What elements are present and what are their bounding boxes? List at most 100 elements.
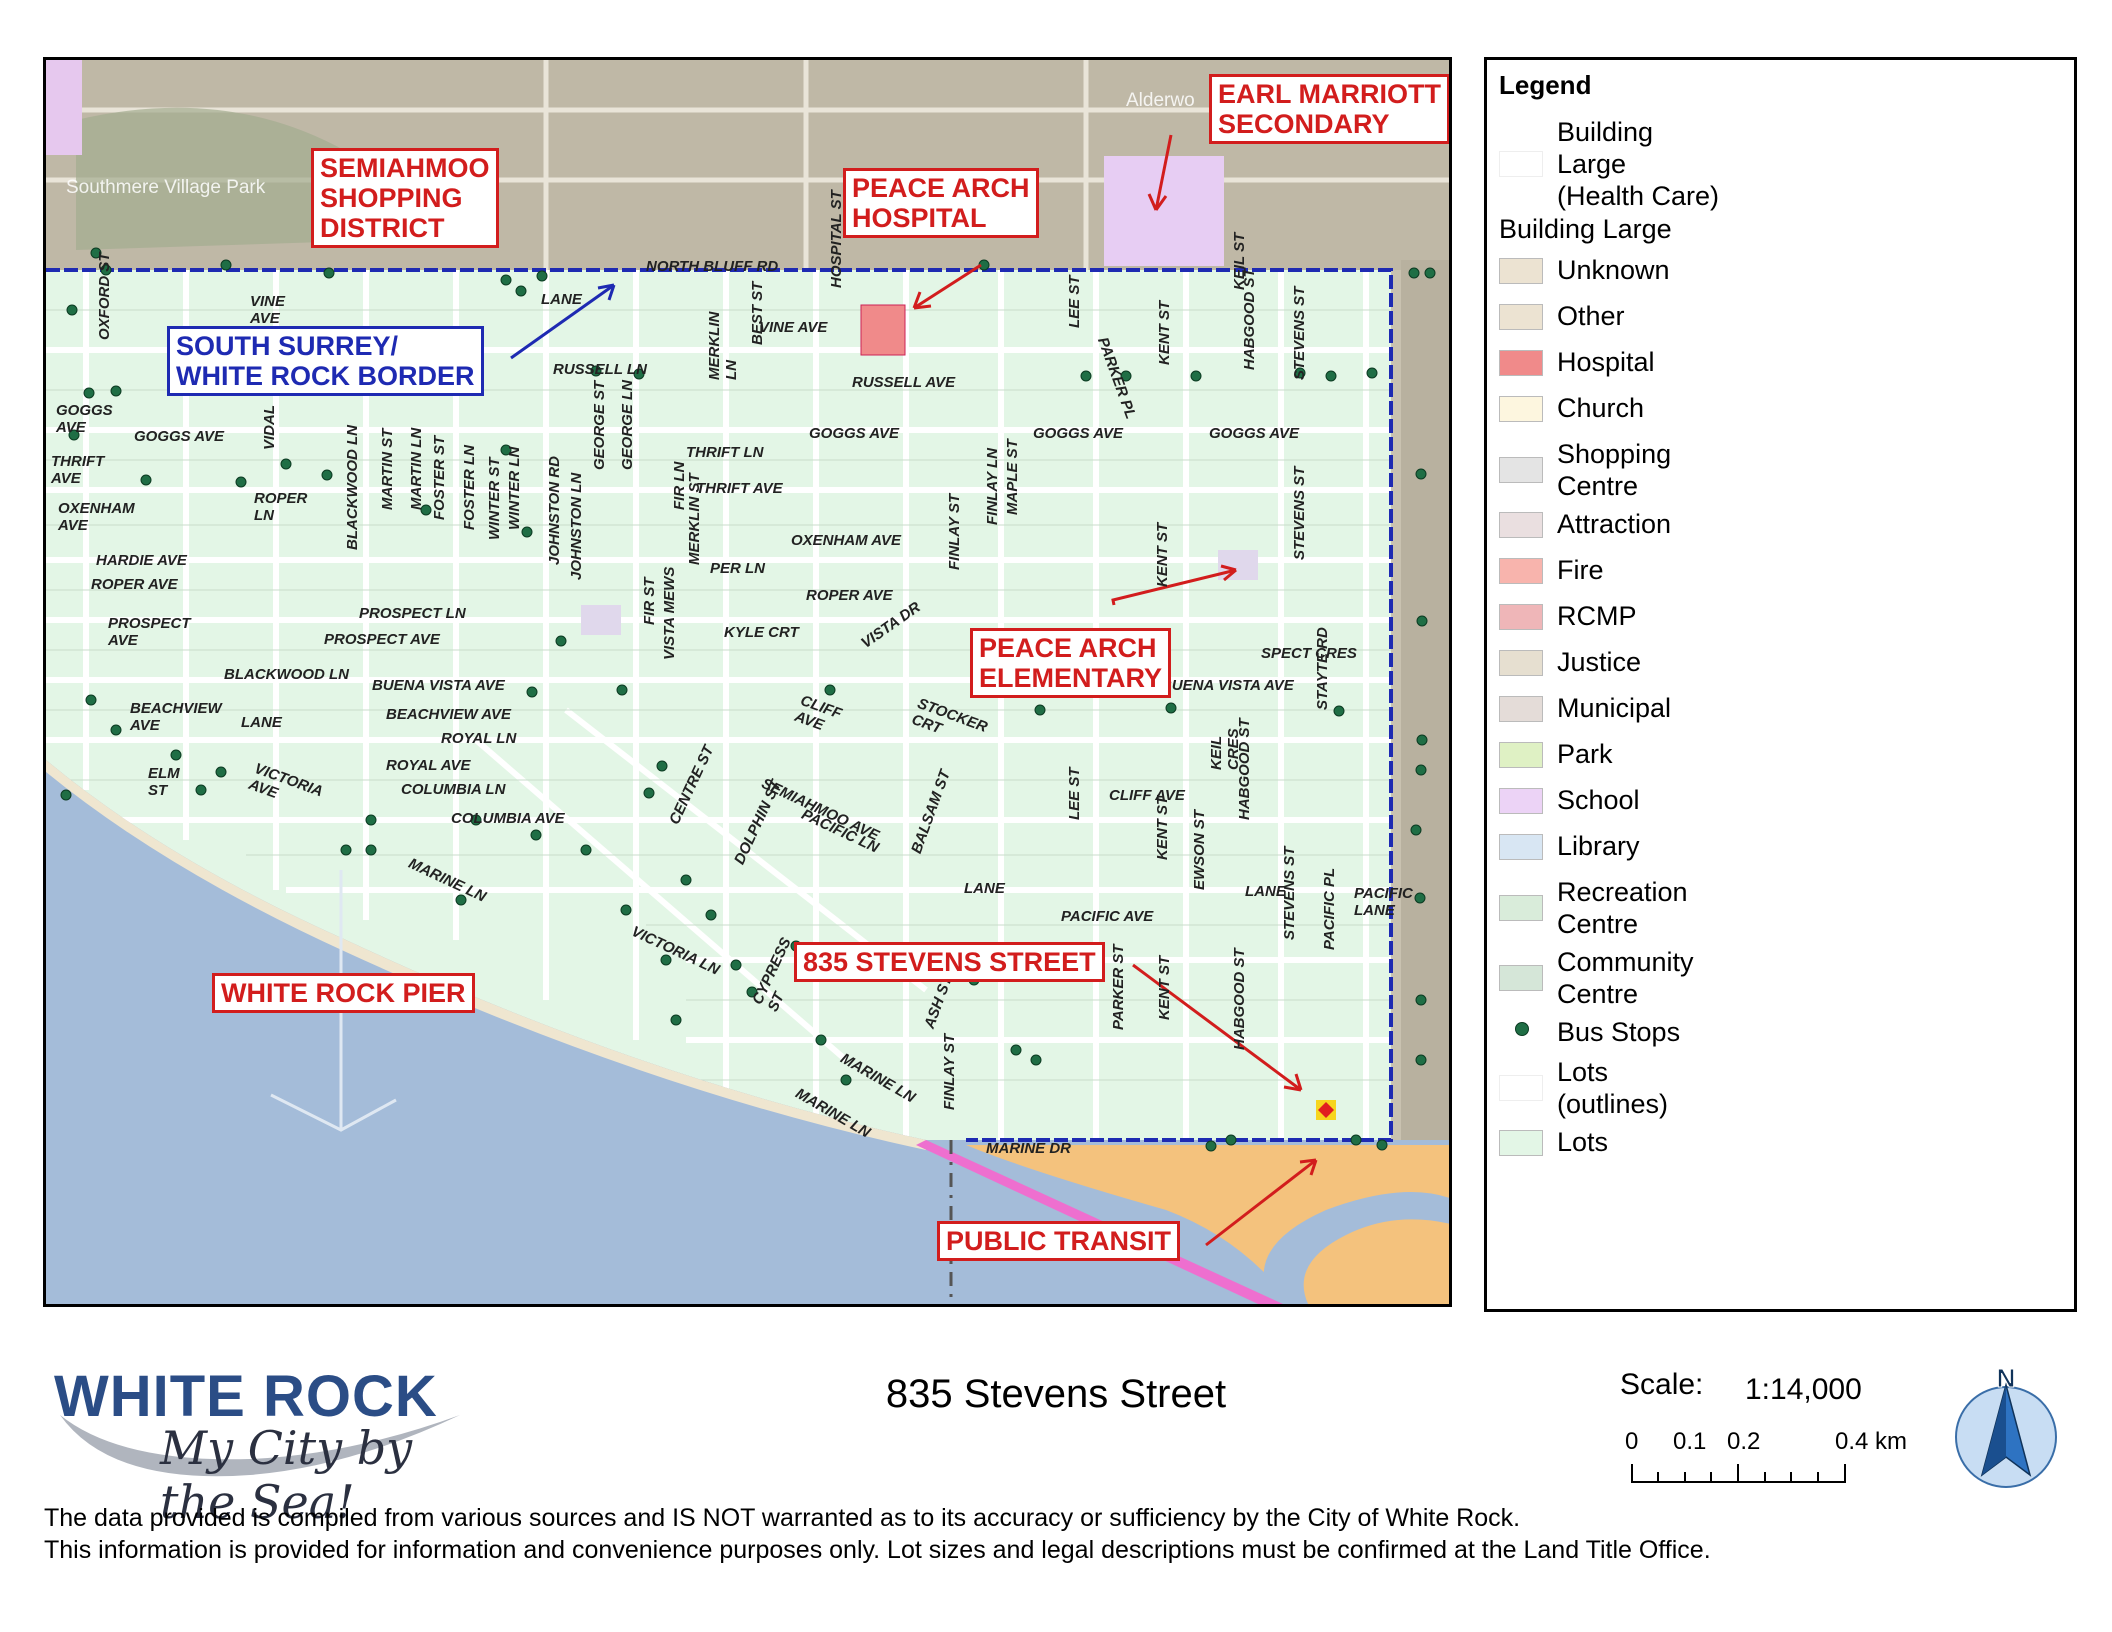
- street-label-martin-ln: MARTIN LN: [408, 427, 425, 510]
- street-label-elm-st: ELM ST: [148, 765, 180, 799]
- bus-stop: [1415, 994, 1427, 1006]
- bus-stop: [633, 368, 645, 380]
- bus-stop: [500, 444, 512, 456]
- street-label-foster-st: FOSTER ST: [431, 435, 448, 520]
- legend-label: Bus Stops: [1557, 1017, 1681, 1047]
- semiahmoo-callout[interactable]: SEMIAHMOO SHOPPING DISTRICT: [311, 148, 499, 248]
- legend-label: Municipal: [1557, 693, 1672, 723]
- street-label-north-bluff: NORTH BLUFF RD: [646, 258, 779, 275]
- legend-label: Fire: [1557, 555, 1604, 585]
- park-building: [581, 605, 621, 635]
- logo-swoosh: [60, 1415, 460, 1477]
- street-label-maple-st: MAPLE ST: [1004, 439, 1021, 515]
- bus-stop: [1424, 267, 1436, 279]
- street-label-lee-st-2: LEE ST: [1066, 767, 1083, 820]
- school-area-nw: [46, 60, 82, 155]
- transit-callout[interactable]: PUBLIC TRANSIT: [937, 1221, 1180, 1261]
- street-label-goggs-ave-1: GOGGS AVE: [134, 428, 225, 445]
- legend-label: Attraction: [1557, 509, 1672, 539]
- street-label-pacific-ave: PACIFIC AVE: [1061, 908, 1154, 925]
- bus-stop: [1333, 705, 1345, 717]
- bus-stop: [420, 504, 432, 516]
- elementary-callout[interactable]: PEACE ARCH ELEMENTARY: [970, 628, 1172, 698]
- legend-swatch: [1499, 895, 1543, 921]
- bus-stop: [705, 909, 717, 921]
- transit-arrow: [1205, 1158, 1317, 1247]
- bus-stop: [140, 474, 152, 486]
- legend-label: Unknown: [1557, 255, 1670, 285]
- street-label-pacific-lane: PACIFIC LANE: [1354, 885, 1413, 919]
- disclaimer: The data provided is compiled from vario…: [44, 1502, 1711, 1566]
- bus-stop: [660, 954, 672, 966]
- street-label-kent-st-1: KENT ST: [1156, 300, 1173, 365]
- street-label-russell-ave: RUSSELL AVE: [852, 374, 956, 391]
- legend-label: Library: [1557, 831, 1640, 861]
- legend-swatch: [1499, 457, 1543, 483]
- street-label-goggs-ave-2: GOGGS AVE: [809, 425, 900, 442]
- legend-group-title: Building Large: [1499, 214, 1672, 244]
- alderwood-label: Alderwo: [1126, 90, 1195, 111]
- logo-tagline: My City by the Sea!: [160, 1421, 413, 1529]
- street-label-finlay-st-2: FINLAY ST: [941, 1033, 958, 1110]
- bus-stop: [840, 1074, 852, 1086]
- street-label-cliff-ave: CLIFF AVE: [1109, 787, 1185, 804]
- bus-stop: [1408, 267, 1420, 279]
- street-label-johnston-ln: JOHNSTON LN: [568, 472, 585, 580]
- pier-callout[interactable]: WHITE ROCK PIER: [212, 973, 475, 1013]
- scale-tick-0: 0: [1625, 1428, 1639, 1455]
- map-frame[interactable]: Southmere Village Park Alderwo NORTH BLU…: [43, 57, 1452, 1307]
- street-label-thrift-ave-w: THRIFT AVE: [51, 453, 105, 487]
- earl-marriott-callout[interactable]: EARL MARRIOTT SECONDARY: [1209, 74, 1449, 144]
- bus-stop: [60, 789, 72, 801]
- lot-lines: [46, 309, 1391, 1081]
- street-label-buena-vista-ave-e: BUENA VISTA AVE: [1161, 677, 1294, 694]
- street-label-parker-st: PARKER ST: [1110, 944, 1127, 1030]
- bus-stop: [1410, 824, 1422, 836]
- street-label-lane-3: LANE: [1245, 883, 1286, 900]
- legend-swatch: [1499, 258, 1543, 284]
- street-label-roper-ave: ROPER AVE: [806, 587, 893, 604]
- bus-stop: [1010, 1044, 1022, 1056]
- bus-stop: [85, 694, 97, 706]
- bus-stop: [1416, 734, 1428, 746]
- border-callout[interactable]: SOUTH SURREY/ WHITE ROCK BORDER: [167, 326, 484, 396]
- legend-label: Justice: [1557, 647, 1642, 677]
- legend-swatch: [1499, 788, 1543, 814]
- bus-stop: [580, 844, 592, 856]
- bus-stop: [1416, 615, 1428, 627]
- bus-stop: [1414, 892, 1426, 904]
- elementary-arrow: [1111, 568, 1237, 606]
- bus-stop: [1080, 370, 1092, 382]
- bus-stop: [1205, 1140, 1217, 1152]
- bus-stop: [68, 429, 80, 441]
- street-label-vidal-st: VIDAL: [261, 405, 278, 450]
- bus-stop: [195, 784, 207, 796]
- street-label-blackwood-ln: BLACKWOOD LN: [224, 666, 349, 683]
- street-label-oxenham-ave: OXENHAM AVE: [791, 532, 902, 549]
- bus-stop: [235, 476, 247, 488]
- legend-swatch: [1499, 696, 1543, 722]
- disclaimer-line-1: The data provided is compiled from vario…: [44, 1504, 1521, 1532]
- bus-stop: [1415, 1054, 1427, 1066]
- street-label-stevens-st-2: STEVENS ST: [1291, 466, 1308, 560]
- legend-swatch: [1499, 1130, 1543, 1156]
- bus-stop: [620, 904, 632, 916]
- street-label-merklin-st: MERKLIN ST: [686, 473, 703, 565]
- hospital-arrow: [913, 263, 982, 310]
- scale-value: 1:14,000: [1745, 1373, 1862, 1406]
- street-label-beachview-ave: BEACHVIEW AVE: [386, 706, 512, 723]
- bus-stop: [680, 874, 692, 886]
- stevens-callout[interactable]: 835 STEVENS STREET: [794, 942, 1105, 982]
- legend-label: Lots (outlines): [1557, 1057, 1669, 1119]
- street-label-lane-1: LANE: [541, 291, 582, 308]
- street-label-best-st: BEST ST: [749, 281, 766, 345]
- street-label-stayte-rd: STAYTE RD: [1314, 627, 1331, 710]
- bus-stop: [746, 986, 758, 998]
- map-title-row: 835 Stevens Street: [0, 1372, 2112, 1417]
- legend-label: Shopping Centre: [1557, 439, 1672, 501]
- hospital-callout[interactable]: PEACE ARCH HOSPITAL: [843, 168, 1039, 238]
- elementary-school-building: [1218, 550, 1258, 580]
- scale-tick-2: 0.2: [1727, 1428, 1761, 1455]
- bus-stop: [83, 387, 95, 399]
- street-label-vine-ave-1: VINE AVE: [250, 293, 286, 327]
